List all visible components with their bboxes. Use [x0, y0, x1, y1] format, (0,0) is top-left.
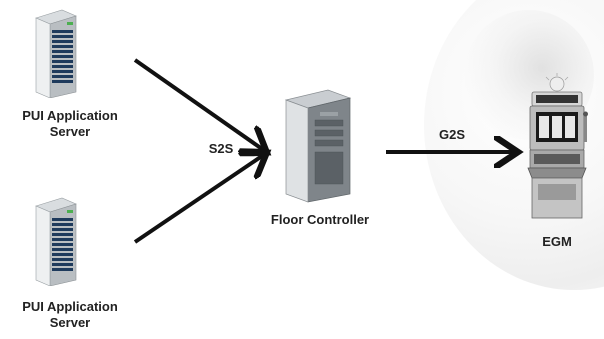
pui-server-top-label: PUI Application Server — [22, 108, 118, 139]
server-tower-icon — [35, 9, 77, 98]
slot-machine-icon — [527, 73, 588, 219]
pui-server-bottom-label: PUI Application Server — [22, 299, 118, 330]
s2s-arrow-bottom — [133, 154, 265, 244]
computer-tower-icon — [284, 89, 352, 203]
floor-controller-label: Floor Controller — [270, 212, 370, 227]
server-tower-icon — [35, 197, 77, 286]
s2s-edge-label: S2S — [208, 141, 234, 156]
egm-label: EGM — [542, 234, 572, 249]
s2s-arrow-top — [133, 58, 265, 151]
g2s-edge-label: G2S — [438, 127, 465, 142]
